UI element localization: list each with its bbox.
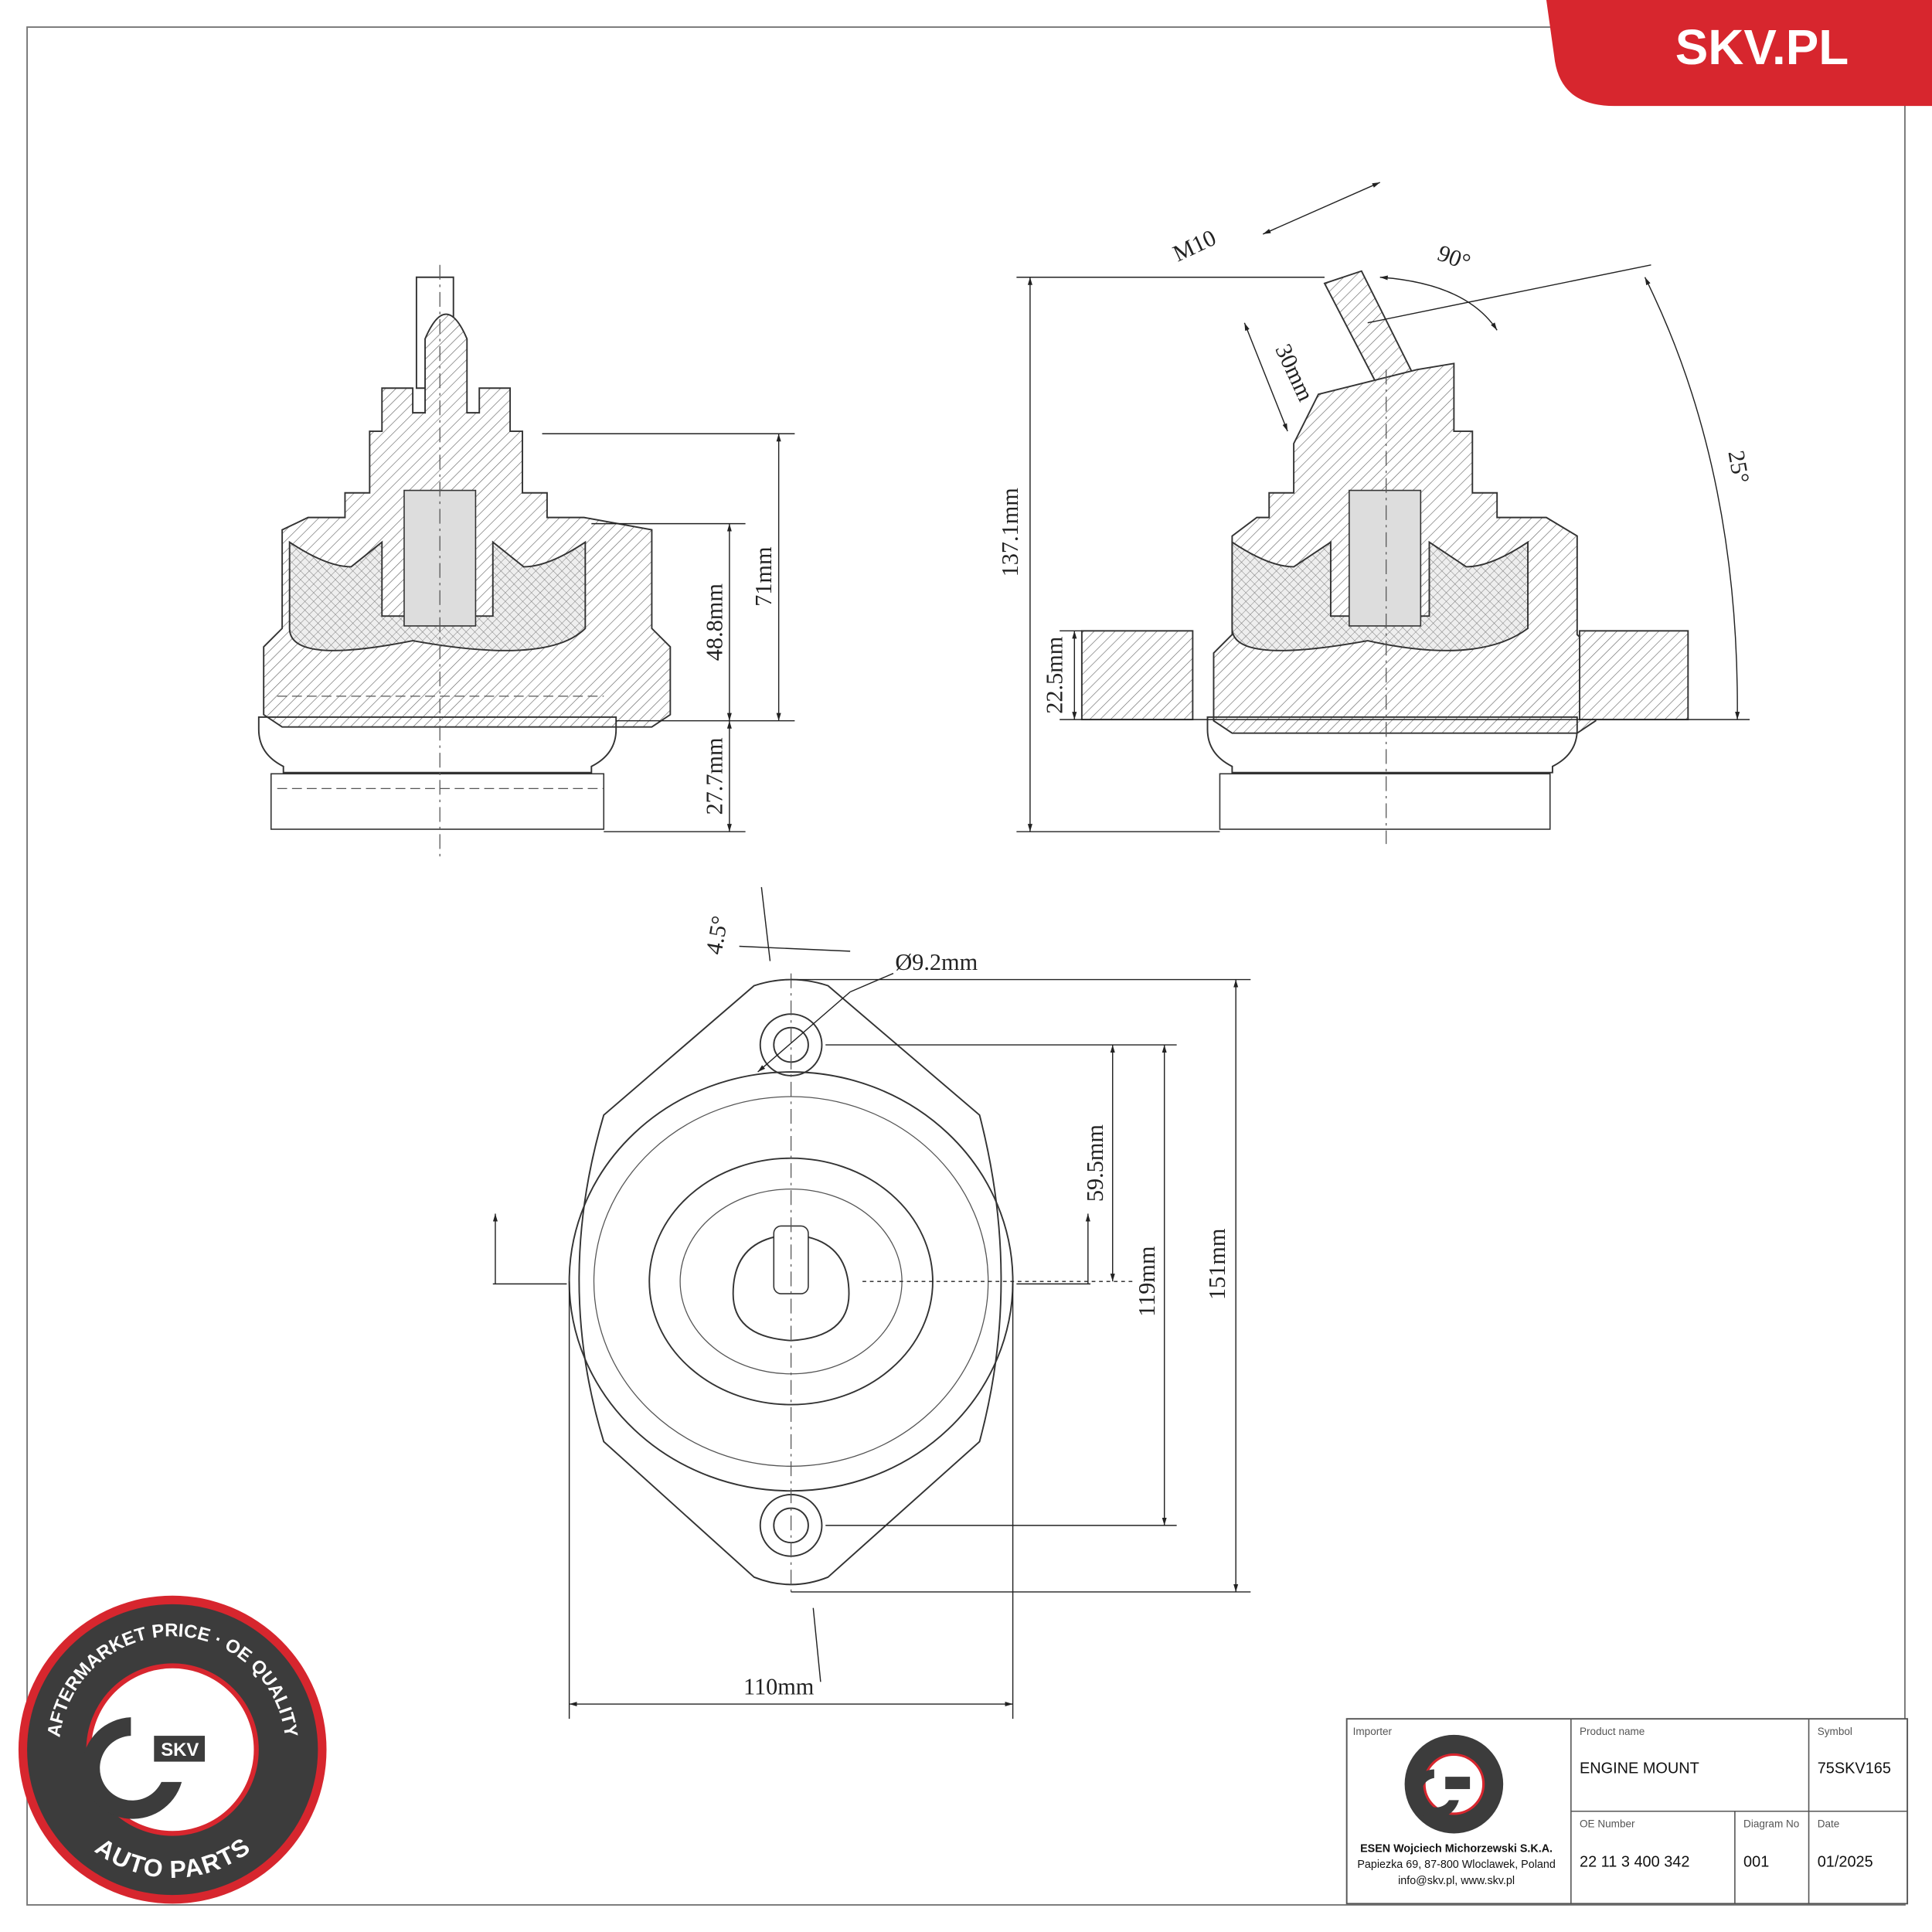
dim-59-5mm: 59.5mm — [1082, 1124, 1108, 1202]
date-label: Date — [1818, 1818, 1840, 1829]
dim-137-1mm: 137.1mm — [997, 488, 1023, 577]
product-value: ENGINE MOUNT — [1580, 1760, 1699, 1777]
dim-110mm: 110mm — [743, 1673, 815, 1699]
dim-25-degree: 25° — [1723, 448, 1755, 485]
dim-90-degree: 90° — [1434, 240, 1474, 275]
importer-label: Importer — [1353, 1726, 1393, 1737]
product-label: Product name — [1580, 1726, 1645, 1737]
front-section-view: 71mm 48.8mm 27.7mm — [257, 264, 795, 857]
gear-icon — [82, 1717, 206, 1819]
importer-contact: info@skv.pl, www.skv.pl — [1398, 1875, 1515, 1887]
diagram-label: Diagram No — [1743, 1818, 1799, 1829]
dim-m10: M10 — [1168, 224, 1219, 267]
skv-logo-large: SKV AFTERMARKET PRICE · OE QUALITY AUTO … — [18, 1595, 327, 1904]
dim-48-8mm: 48.8mm — [701, 583, 727, 662]
dim-4-5-degree: 4.5° — [701, 913, 733, 956]
dim-151mm: 151mm — [1204, 1228, 1230, 1300]
brand-banner: SKV.PL — [1546, 0, 1932, 107]
dim-hole-diameter: Ø9.2mm — [895, 949, 978, 975]
title-block: Importer ESEN Wojciech Michorzewski S.K.… — [1345, 1718, 1909, 1905]
importer-name: ESEN Wojciech Michorzewski S.K.A. — [1360, 1842, 1553, 1855]
oe-label: OE Number — [1580, 1818, 1635, 1829]
top-view: 4.5° Ø9.2mm 59.5mm 119mm 151mm 110mm — [492, 886, 1251, 1719]
dim-22-5mm: 22.5mm — [1041, 636, 1067, 714]
side-section-view: 137.1mm 22.5mm M10 30mm 90° 25° — [997, 182, 1755, 845]
dim-71mm: 71mm — [750, 546, 777, 607]
date-value: 01/2025 — [1818, 1853, 1873, 1870]
skv-logo-small — [1404, 1734, 1504, 1834]
dim-27-7mm: 27.7mm — [701, 737, 727, 815]
drawing-frame — [26, 26, 1906, 1906]
brand-site: SKV.PL — [1675, 19, 1849, 75]
logo-center: SKV — [161, 1740, 199, 1760]
importer-address: Papiezka 69, 87-800 Wloclawek, Poland — [1357, 1859, 1555, 1871]
symbol-value: 75SKV165 — [1818, 1760, 1891, 1777]
symbol-label: Symbol — [1818, 1726, 1852, 1737]
dim-30mm: 30mm — [1270, 340, 1319, 406]
oe-value: 22 11 3 400 342 — [1580, 1853, 1689, 1870]
diagram-value: 001 — [1743, 1853, 1769, 1870]
dim-119mm: 119mm — [1134, 1246, 1160, 1317]
